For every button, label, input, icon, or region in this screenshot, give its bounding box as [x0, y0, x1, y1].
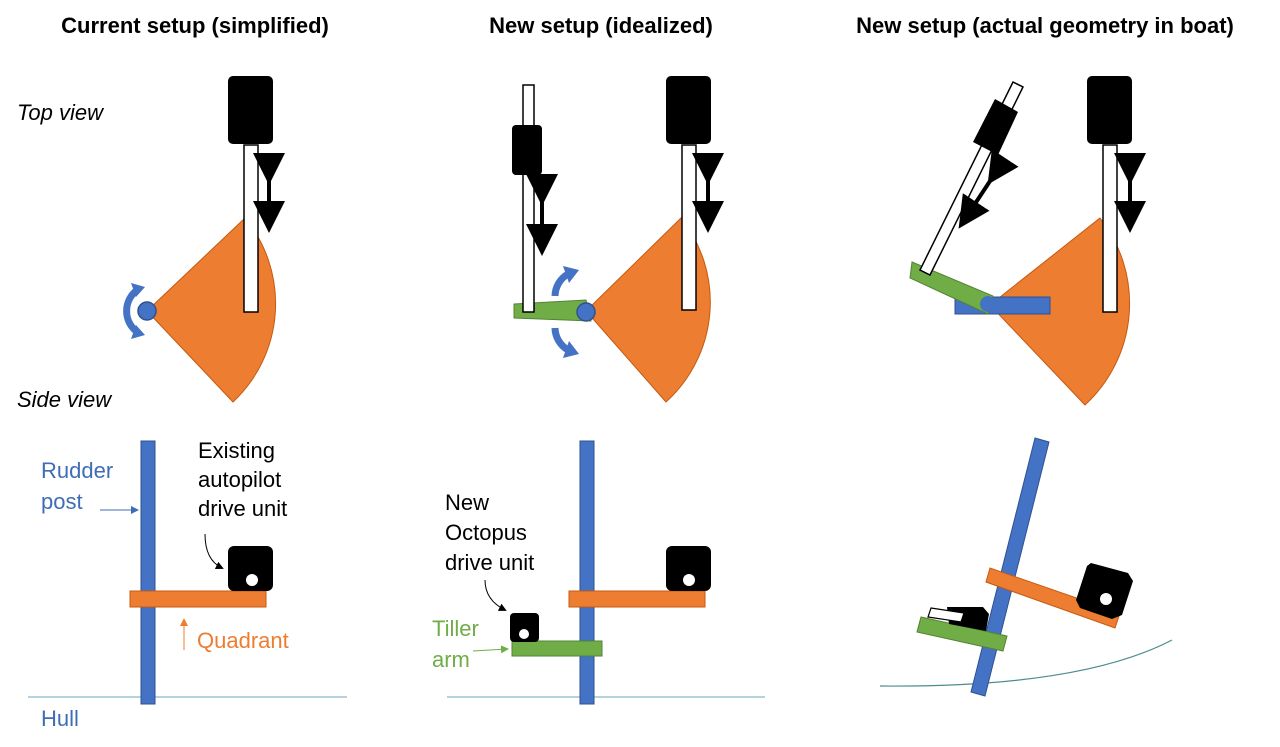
rotation-arrow — [123, 288, 139, 334]
drive-rod — [681, 144, 697, 311]
label-quadrant: Quadrant — [180, 618, 289, 653]
existing-drive-unit-top — [666, 76, 711, 144]
octopus-drive-unit-top — [973, 99, 1018, 155]
rotation-arrow — [551, 270, 570, 297]
existing-drive-unit-side — [666, 546, 711, 591]
existing-drive-unit-top — [228, 76, 273, 144]
rudder-post-label-line2: post — [41, 489, 83, 514]
drive-rod — [243, 144, 259, 313]
drive-shaft — [519, 629, 529, 639]
tiller-arm-side — [916, 616, 1008, 652]
rudder-post-top — [576, 302, 596, 322]
new-drive-label-line2: Octopus — [445, 520, 527, 545]
octopus-drive-unit-top — [512, 125, 542, 175]
side-view-label: Side view — [17, 387, 113, 412]
label-tiller-arm: Tiller arm — [432, 616, 509, 672]
tiller-arm-label-line2: arm — [432, 647, 470, 672]
drive-shaft — [1100, 593, 1112, 605]
panel3-side-view — [879, 437, 1173, 697]
rudder-post-side — [140, 440, 156, 705]
drive-shaft — [683, 574, 695, 586]
tiller-arm-side — [511, 640, 603, 657]
panel1-top-view — [123, 76, 285, 403]
header-idealized: New setup (idealized) — [489, 13, 713, 38]
panel1-side-view: Rudder post Existing autopilot drive uni… — [28, 438, 347, 731]
label-new-drive: New Octopus drive unit — [445, 490, 534, 611]
panel2-side-view: New Octopus drive unit Tiller arm — [432, 440, 765, 705]
panel3-top-view — [909, 76, 1146, 406]
octopus-rod-side — [927, 607, 965, 623]
existing-drive-unit-side — [1076, 563, 1133, 619]
top-view-label: Top view — [17, 100, 105, 125]
existing-drive-unit-side — [228, 546, 273, 591]
rudder-post-top — [137, 301, 157, 321]
rudder-post-side — [579, 440, 595, 705]
new-drive-label-line1: New — [445, 490, 489, 515]
octopus-drive-unit-side — [510, 613, 539, 642]
tiller-arm-label-line1: Tiller — [432, 616, 479, 641]
hull-label: Hull — [41, 706, 79, 731]
label-rudder-post: Rudder post — [41, 458, 139, 514]
hull-curve — [879, 639, 1173, 687]
rudder-post-label-line1: Rudder — [41, 458, 113, 483]
quadrant-side — [129, 590, 267, 608]
panel2-top-view — [512, 76, 724, 403]
existing-drive-label-line1: Existing — [198, 438, 275, 463]
existing-drive-unit-top — [1087, 76, 1132, 144]
drive-shaft — [246, 574, 258, 586]
stroke-arrow — [958, 149, 1019, 229]
existing-drive-label-line2: autopilot — [198, 467, 281, 492]
header-current: Current setup (simplified) — [61, 13, 329, 38]
rudder-post-side — [970, 437, 1050, 697]
rotation-arrow — [551, 327, 570, 354]
quadrant-side — [568, 590, 706, 608]
drive-rod — [1102, 144, 1118, 313]
label-existing-drive: Existing autopilot drive unit — [198, 438, 287, 570]
new-drive-label-line3: drive unit — [445, 550, 534, 575]
quadrant-label: Quadrant — [197, 628, 289, 653]
rudder-post-top — [980, 296, 996, 312]
octopus-rod — [522, 84, 535, 313]
existing-drive-label-line3: drive unit — [198, 496, 287, 521]
header-actual: New setup (actual geometry in boat) — [856, 13, 1234, 38]
